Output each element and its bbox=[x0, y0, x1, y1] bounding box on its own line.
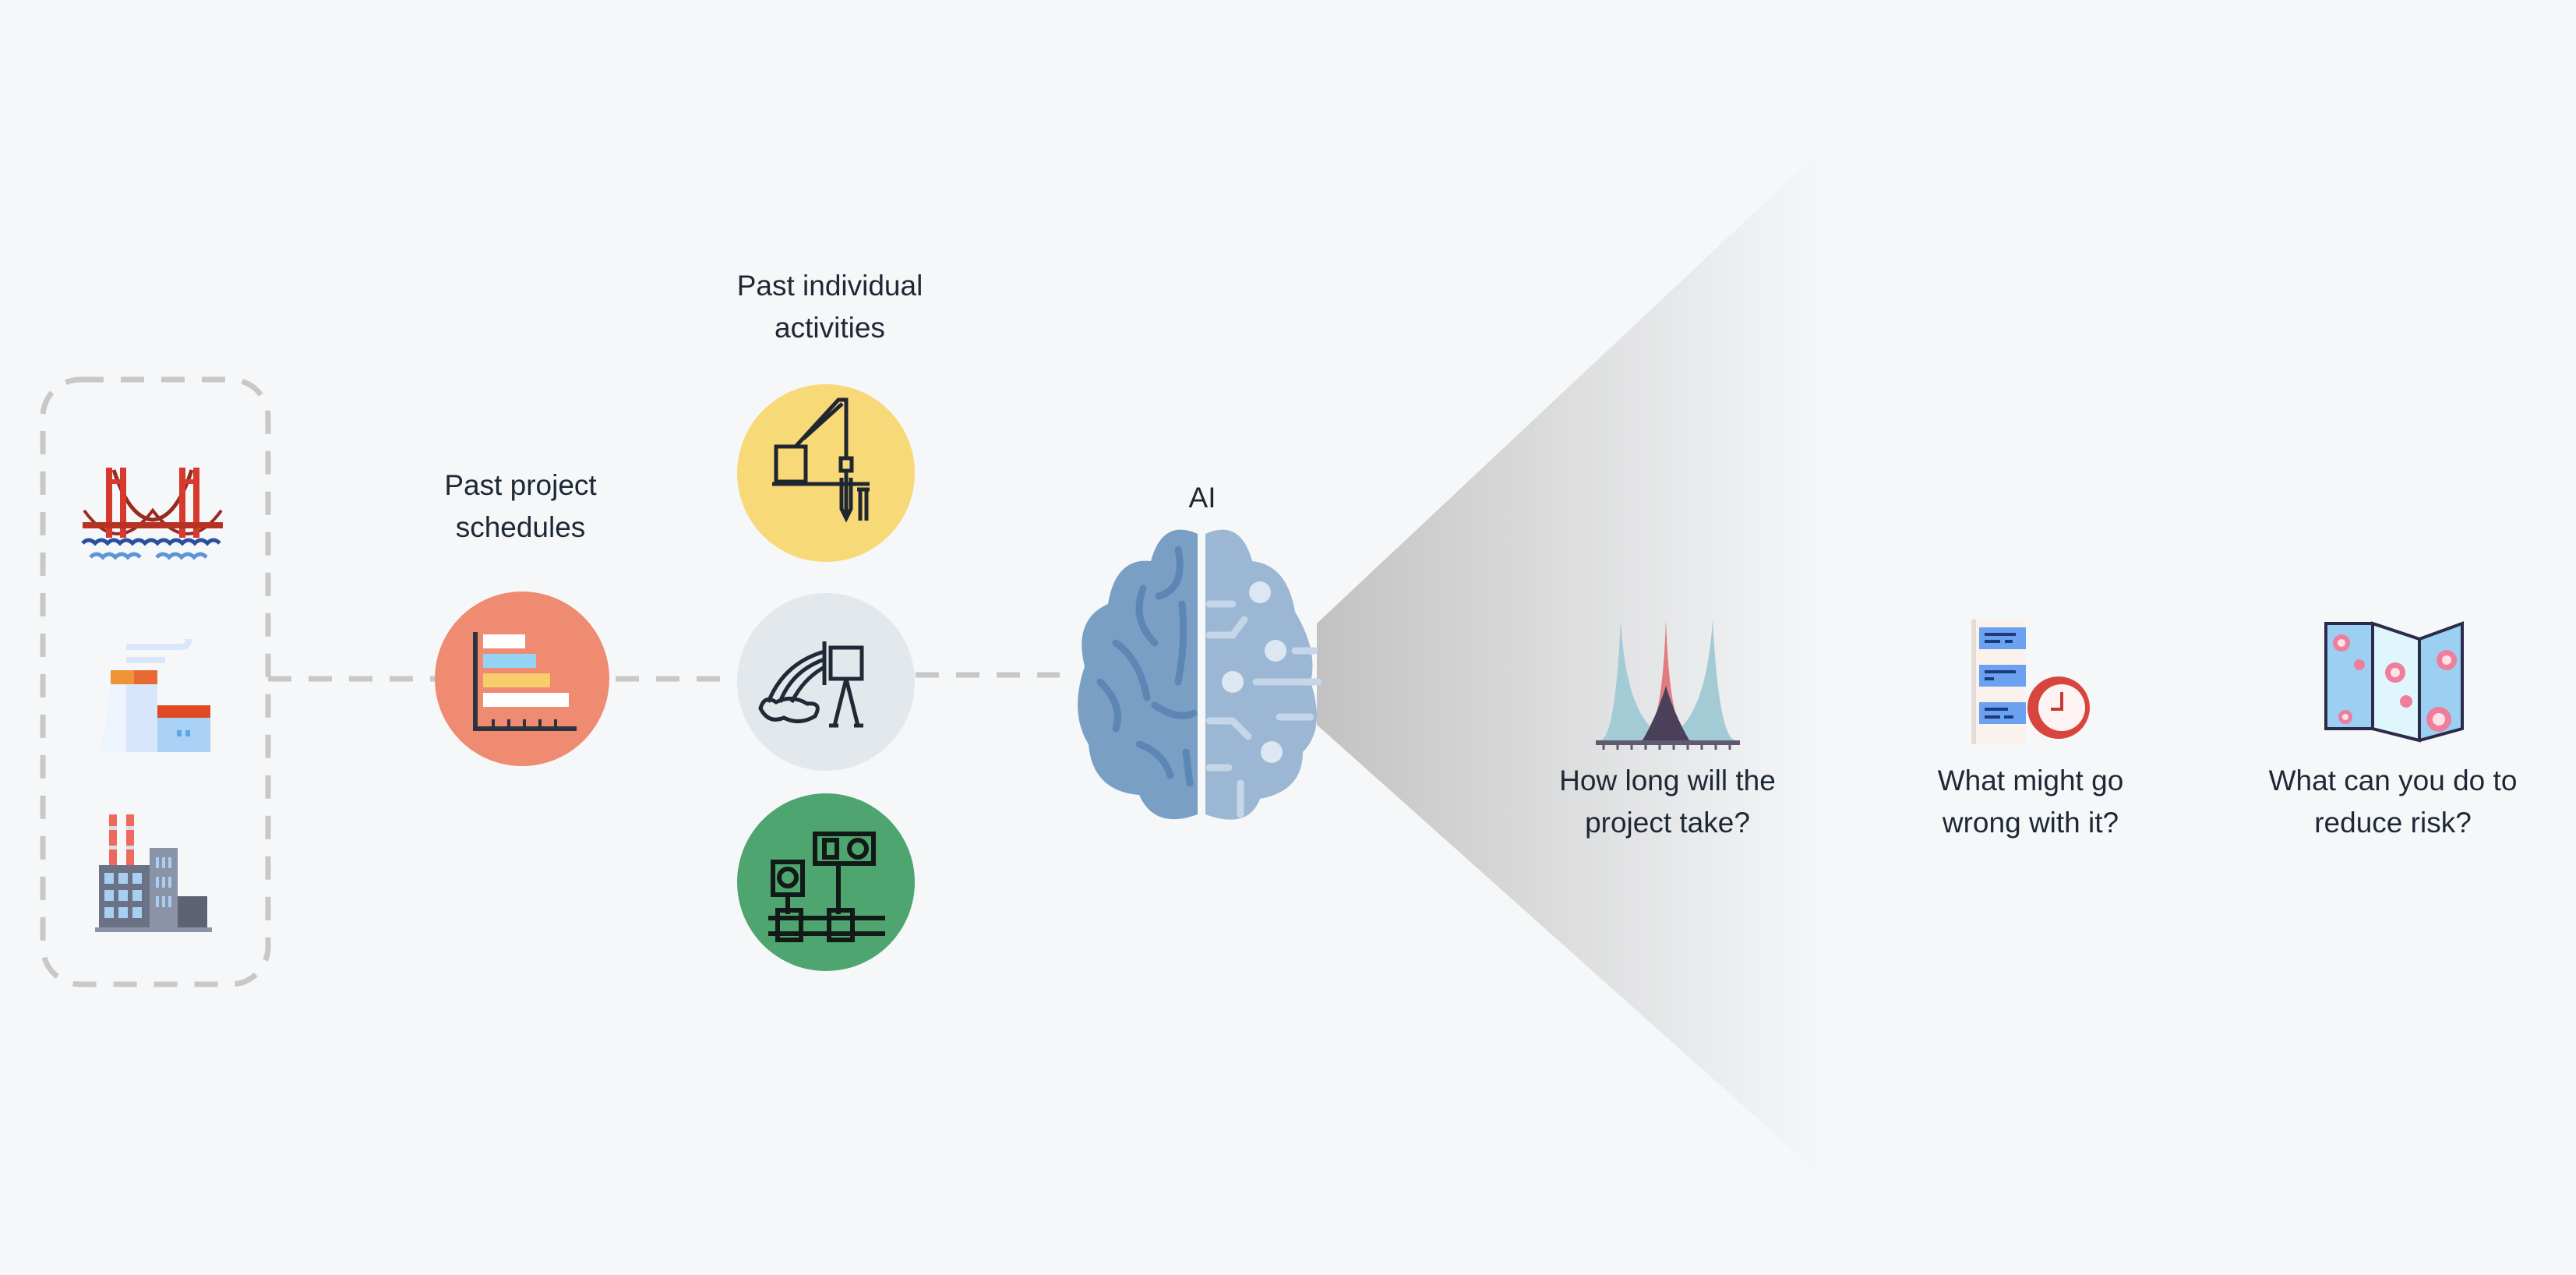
label-line: What can you do to bbox=[2268, 765, 2518, 796]
past-individual-activities-label: Past individual activities bbox=[737, 265, 923, 349]
electrical-outlet-pipe-icon bbox=[737, 793, 915, 971]
bridge-icon bbox=[81, 468, 223, 560]
label-line: Past individual bbox=[736, 270, 923, 302]
distribution-curves-icon bbox=[1596, 620, 1740, 750]
label-line: How long will the bbox=[1559, 765, 1776, 796]
label-line: What might go bbox=[1937, 765, 2124, 796]
past-project-schedules-label: Past project schedules bbox=[444, 464, 596, 549]
label-line: Past project bbox=[444, 469, 597, 501]
label-line: project take? bbox=[1585, 807, 1750, 839]
output-risks-label: What might go wrong with it? bbox=[1938, 760, 2124, 844]
label-line: wrong with it? bbox=[1942, 807, 2119, 839]
output-mitigation-label: What can you do to reduce risk? bbox=[2269, 760, 2518, 844]
concrete-pour-icon bbox=[737, 593, 915, 771]
schedule-chart-icon bbox=[435, 592, 609, 766]
ai-label: AI bbox=[1188, 482, 1216, 514]
factory-icon bbox=[95, 814, 212, 932]
ai-brain-icon bbox=[1078, 529, 1322, 820]
risk-map-icon bbox=[2324, 621, 2464, 743]
label-line: schedules bbox=[455, 511, 586, 543]
label-line: activities bbox=[775, 312, 885, 344]
output-duration-label: How long will the project take? bbox=[1559, 760, 1776, 844]
checklist-clock-icon bbox=[1971, 620, 2090, 744]
crane-pile-driver-icon bbox=[737, 384, 915, 562]
label-line: reduce risk? bbox=[2314, 807, 2472, 839]
power-plant-icon bbox=[99, 638, 210, 752]
